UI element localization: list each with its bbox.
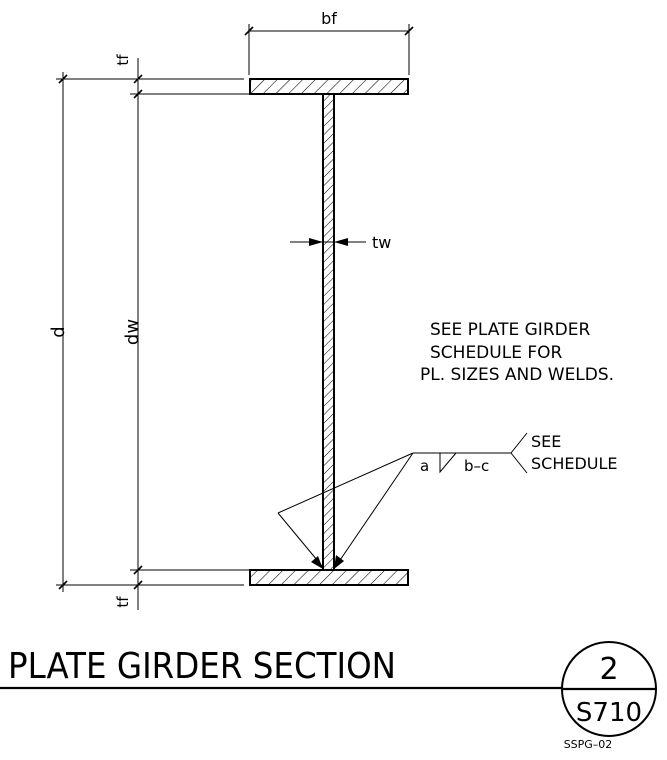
- girder-section: [249, 78, 409, 586]
- tw-label: tw: [372, 233, 391, 252]
- dw-label: dw: [122, 319, 143, 345]
- web-plate: [322, 93, 335, 571]
- note-line-2: SCHEDULE FOR: [430, 343, 562, 363]
- bottom-flange: [249, 569, 409, 586]
- detail-number: 2: [599, 652, 618, 687]
- note-line-1: SEE PLATE GIRDER: [430, 320, 590, 340]
- depth-dimensions: d dw tf tf: [48, 54, 322, 610]
- reference-code: SSPG–02: [564, 738, 613, 751]
- weld-tail-line-2: SCHEDULE: [531, 454, 618, 473]
- detail-marker: 2 S710: [561, 641, 657, 737]
- weld-symbol: a b–c SEE SCHEDULE: [277, 432, 618, 569]
- detail-sheet: S710: [576, 698, 642, 728]
- bf-label: bf: [321, 9, 337, 28]
- weld-tail-line-1: SEE: [531, 432, 561, 451]
- tf-top-label: tf: [114, 54, 132, 66]
- bf-dimension: bf: [244, 9, 414, 75]
- general-note: SEE PLATE GIRDER SCHEDULE FOR PL. SIZES …: [420, 320, 614, 385]
- d-label: d: [48, 326, 69, 337]
- weld-size-bc: b–c: [464, 457, 489, 475]
- drawing-title: PLATE GIRDER SECTION: [8, 646, 396, 687]
- title-block: PLATE GIRDER SECTION: [0, 646, 562, 690]
- top-flange: [249, 78, 409, 95]
- weld-size-a: a: [420, 457, 429, 475]
- tf-bottom-label: tf: [114, 596, 132, 608]
- note-line-3: PL. SIZES AND WELDS.: [420, 365, 614, 385]
- tw-dimension: tw: [290, 233, 391, 252]
